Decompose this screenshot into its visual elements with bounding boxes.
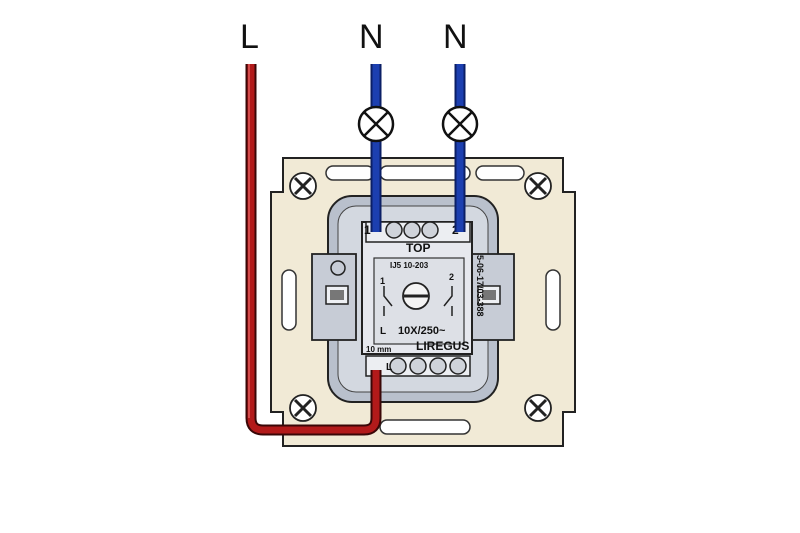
brand-name: LIREGUS	[416, 339, 469, 353]
terminal-block-bottom	[365, 355, 471, 377]
neutral-wire-label-1: N	[359, 18, 384, 56]
screw-bottom-right	[524, 394, 552, 422]
contact-2-label: 2	[449, 272, 454, 282]
top-marking: TOP	[406, 241, 430, 255]
common-contact-label: L	[380, 326, 386, 337]
strip-length-marking: 10 mm	[366, 345, 391, 354]
lamp-icon-1	[357, 105, 395, 143]
terminal-L-label: L	[386, 362, 392, 373]
rating-marking: 10X/250~	[398, 325, 446, 337]
neutral-wire-label-2: N	[443, 18, 468, 56]
contact-1-label: 1	[380, 276, 385, 286]
lamp-icon-2	[441, 105, 479, 143]
side-marking: 5-06-17/03-388	[475, 255, 485, 317]
live-wire	[245, 64, 382, 436]
terminal-block-top	[365, 221, 471, 243]
model-number: IJ5 10-203	[390, 261, 429, 270]
screw-bottom-left	[289, 394, 317, 422]
live-wire-label: L	[240, 18, 259, 56]
terminal-1-label: 1	[364, 223, 371, 237]
screw-top-left	[289, 172, 317, 200]
switch-body: 1 2 TOP IJ5 10-203 1 2 L 10X/250~ LIREGU…	[311, 195, 515, 403]
screw-top-right	[524, 172, 552, 200]
